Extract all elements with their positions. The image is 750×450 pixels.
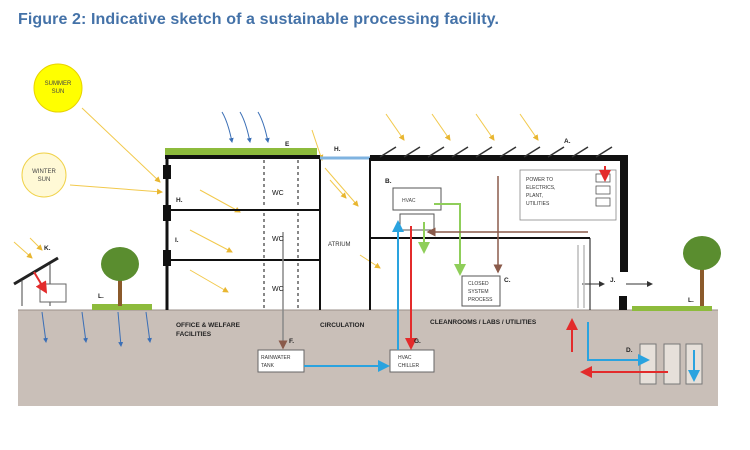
rainwater-tank-box	[257, 349, 305, 373]
roof-solar-panels	[379, 146, 613, 158]
tree-left	[101, 247, 139, 306]
marker-c: C.	[504, 277, 511, 284]
markers: A. B. C. D. E F. G. H. H. I. J. K. L. L.	[44, 138, 694, 354]
wc-label-mid: WC	[272, 236, 284, 243]
hvac-chiller-label-2: CHILLER	[398, 363, 420, 369]
marker-k: K.	[44, 245, 51, 252]
tree-right	[683, 236, 721, 306]
ground-heat-exchange	[639, 343, 703, 385]
marker-d: D.	[626, 347, 633, 354]
closed-process-label-1: CLOSED	[468, 281, 489, 287]
zone-office-1: OFFICE & WELFARE	[176, 322, 241, 329]
marker-b: B.	[385, 178, 392, 185]
winter-sun: WINTER SUN	[21, 152, 67, 198]
red-flow-lines	[405, 166, 668, 378]
figure-caption: Figure 2: Indicative sketch of a sustain…	[18, 11, 500, 28]
zone-circulation: CIRCULATION	[320, 322, 365, 329]
power-label-3: PLANT,	[526, 193, 543, 199]
marker-i: I.	[175, 237, 179, 244]
closed-process-label-2: SYSTEM	[468, 289, 489, 295]
facade-shading-fins	[163, 165, 171, 266]
zone-office-2: FACILITIES	[176, 331, 212, 338]
summer-sun-label-1: SUMMER	[45, 81, 72, 87]
wc-partitions	[263, 160, 299, 308]
sun-rays	[13, 107, 539, 293]
power-label-2: ELECTRICS,	[526, 185, 555, 191]
wc-label-top: WC	[272, 190, 284, 197]
landscape-strip-left	[92, 304, 152, 310]
marker-l-left: L.	[98, 293, 104, 300]
closed-process-box	[461, 275, 501, 307]
marker-h-roof: H.	[334, 146, 341, 153]
atrium-label: ATRIUM	[328, 242, 351, 248]
winter-sun-label-2: SUN	[38, 177, 51, 183]
marker-f: F.	[289, 338, 294, 345]
marker-g: G.	[414, 338, 421, 345]
vertical-risers	[577, 245, 585, 308]
brown-flow-lines	[426, 176, 588, 274]
green-roof	[165, 148, 317, 156]
closed-process-label-3: PROCESS	[468, 297, 493, 303]
rainwater-tank-label-2: TANK	[261, 363, 275, 369]
rain-arrows	[221, 111, 270, 143]
marker-e: E	[285, 141, 290, 148]
entrance-door	[619, 296, 627, 310]
zone-cleanrooms: CLEANROOMS / LABS / UTILITIES	[430, 319, 537, 326]
summer-sun: SUMMER SUN	[33, 63, 83, 113]
building-structure-right	[369, 155, 628, 310]
hvac-label: HVAC	[402, 198, 416, 204]
external-solar-panel	[13, 256, 67, 306]
winter-sun-label-1: WINTER	[32, 169, 56, 175]
power-switchgear	[595, 173, 611, 207]
marker-h-facade: H.	[176, 197, 183, 204]
green-flow-lines	[418, 203, 466, 276]
summer-sun-label-2: SUN	[52, 89, 65, 95]
building-structure-left	[165, 155, 321, 310]
hvac-coil-box	[399, 213, 435, 231]
power-label-4: UTILITIES	[526, 201, 550, 207]
marker-j: J.	[610, 277, 616, 284]
landscape-strip-right	[632, 306, 712, 311]
marker-a: A.	[564, 138, 571, 145]
hvac-unit-box	[392, 187, 442, 211]
blue-flow-lines	[278, 220, 700, 382]
hvac-chiller-box	[389, 349, 435, 373]
wc-label-bottom: WC	[272, 286, 284, 293]
ground	[18, 310, 718, 406]
marker-l-right: L.	[688, 297, 694, 304]
rainwater-tank-label-1: RAINWATER	[261, 355, 291, 361]
ground-infiltration-arrows	[41, 311, 152, 347]
power-label: POWER TO ELECTRICS, PLANT, UTILITIES	[526, 177, 555, 207]
hvac-chiller-label-1: HVAC	[398, 355, 412, 361]
power-label-1: POWER TO	[526, 177, 553, 183]
